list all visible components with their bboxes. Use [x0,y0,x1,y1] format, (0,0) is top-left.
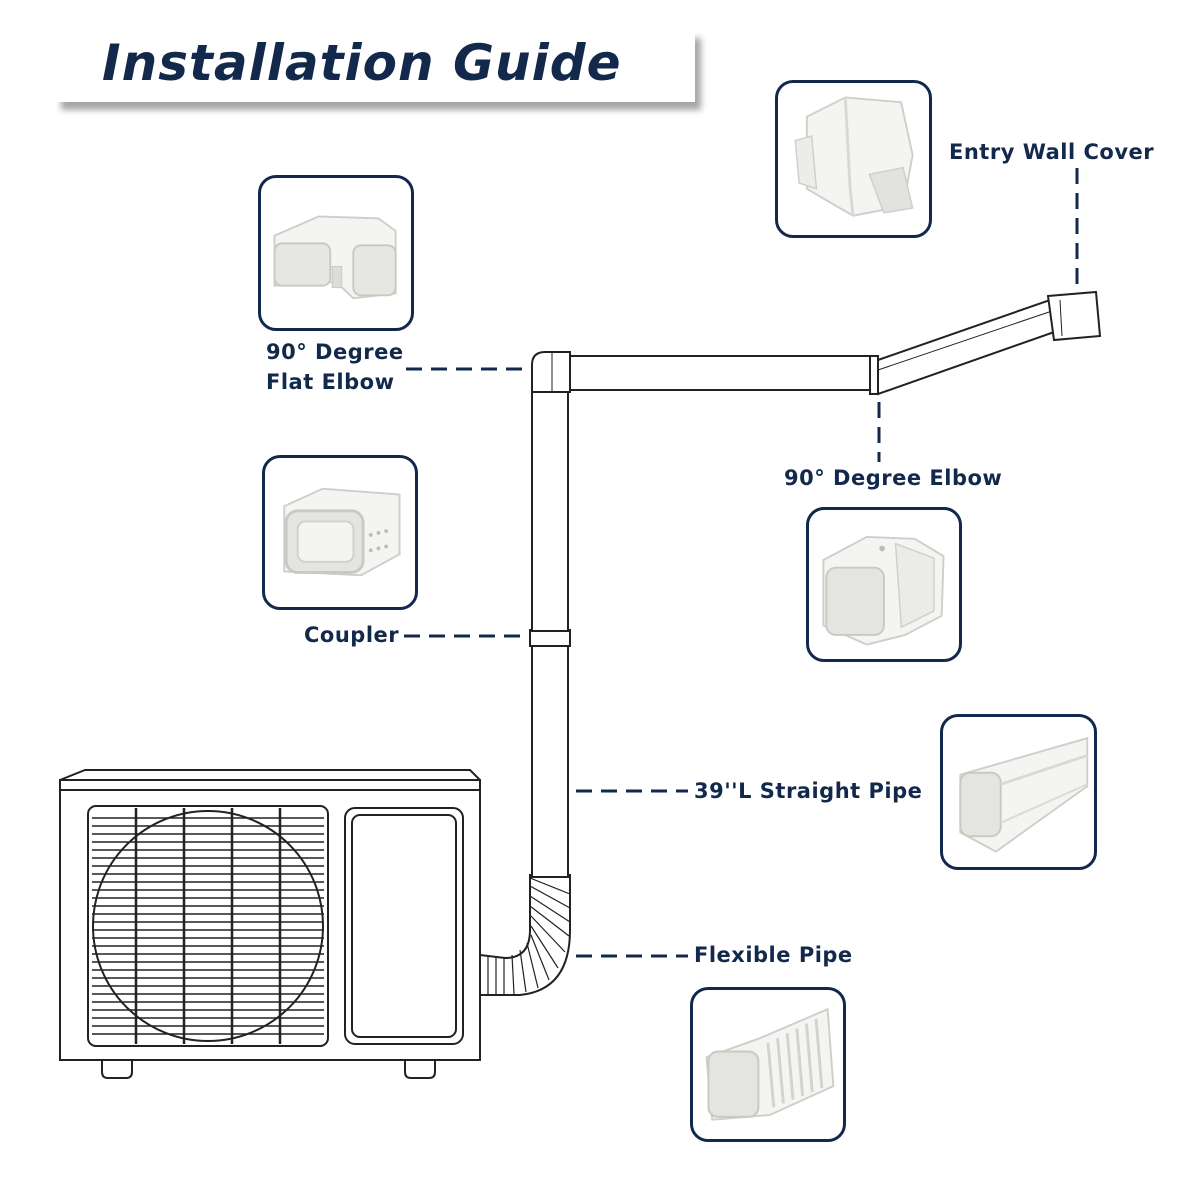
straight-pipe-photo [940,714,1097,870]
flexible-pipe-icon [705,1007,835,1121]
flat-elbow-photo [258,175,414,331]
title-banner [55,30,695,102]
coupler-photo [262,455,418,610]
leader-lines [404,168,1079,958]
coupler-icon [283,487,401,577]
page-title: Installation Guide [102,34,622,92]
coupler-label: Coupler [304,623,400,647]
flexible-pipe-label: Flexible Pipe [694,943,853,967]
outdoor-ac-unit [59,769,481,1079]
flat-elbow-label-line1: 90° Degree [266,340,404,364]
flat-elbow-label: 90° Degree Flat Elbow [266,337,404,397]
straight-pipe-icon [959,736,1089,853]
straight-pipe-label: 39''L Straight Pipe [694,779,923,803]
duct-run [529,290,1102,878]
flat-elbow-label-line2: Flat Elbow [266,370,395,394]
flexible-pipe-photo [690,987,846,1142]
flexible-pipe-drawing [479,874,571,996]
elbow-icon [822,535,945,646]
entry-wall-cover-photo [775,80,932,238]
fan-grille [92,817,324,1035]
entry-wall-cover-label: Entry Wall Cover [949,140,1155,164]
flat-elbow-icon [273,215,397,300]
elbow-label: 90° Degree Elbow [784,466,1003,490]
entry-wall-cover-icon [794,96,914,217]
elbow-photo [806,507,962,662]
